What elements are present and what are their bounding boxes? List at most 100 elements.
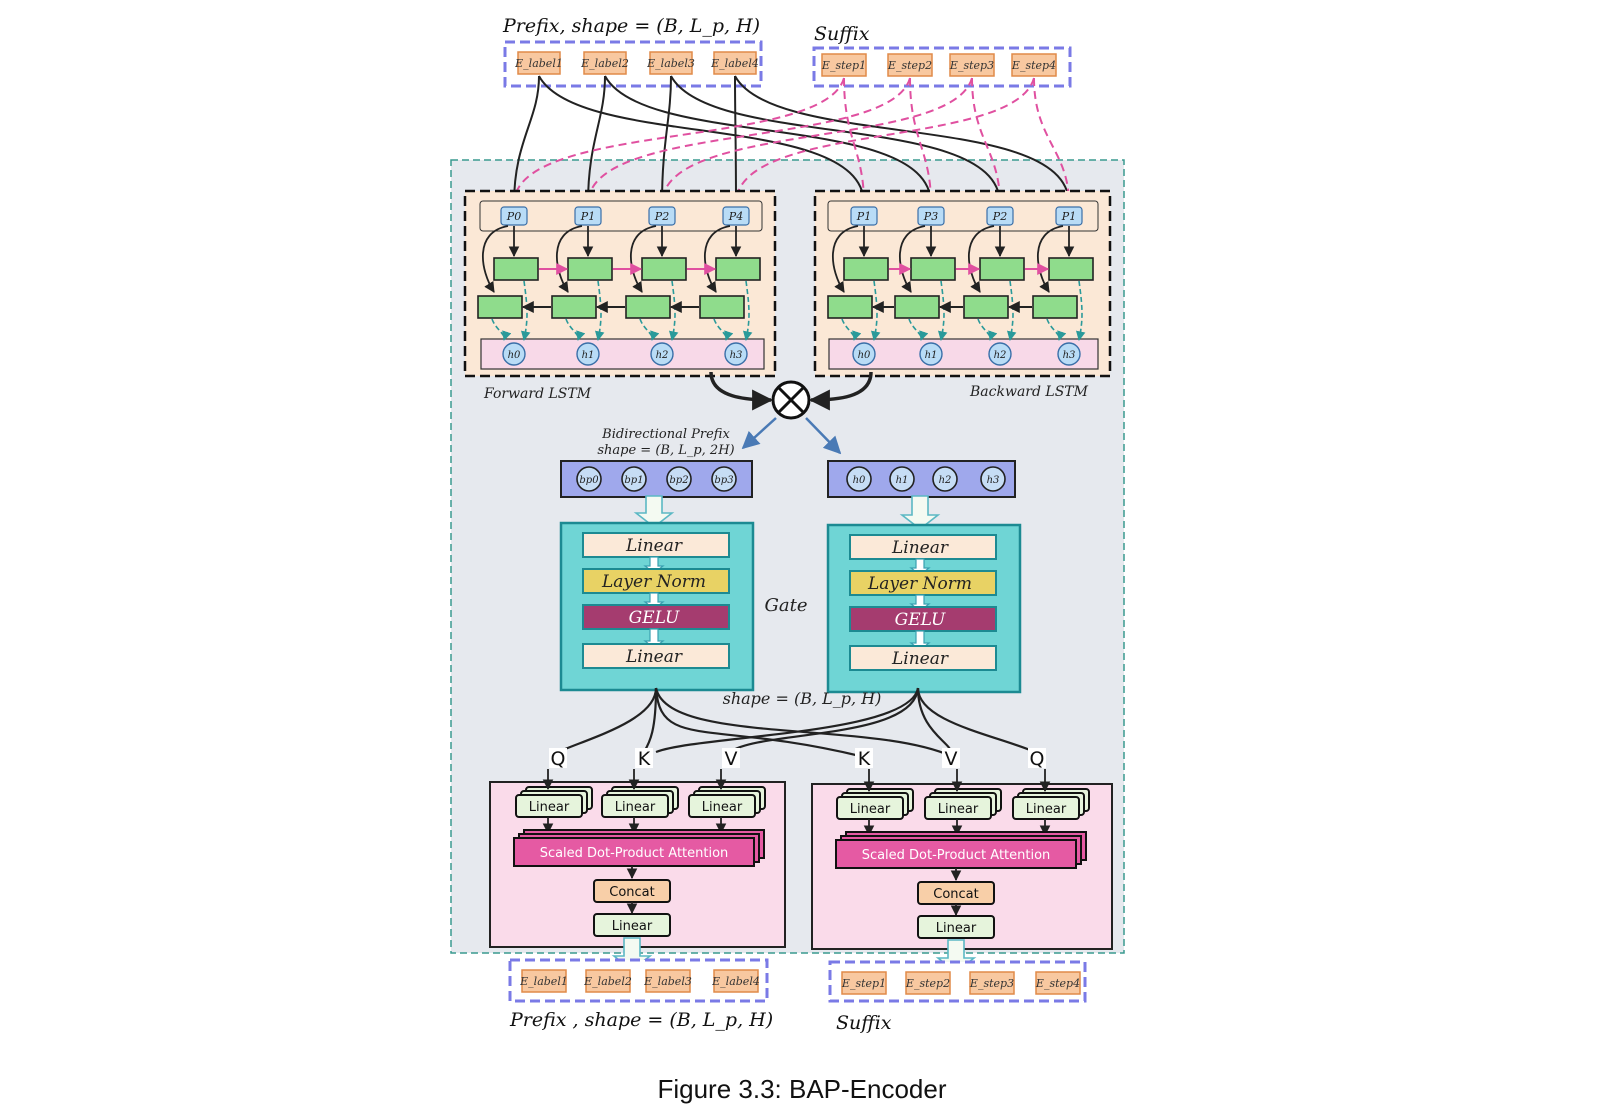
gate-layer (582, 643, 730, 669)
qkv-label: K (858, 748, 871, 770)
suffix-to-forward-arrow (730, 77, 1035, 206)
prefix-to-forward-arrow (582, 75, 606, 206)
figure-caption: Figure 3.3: BAP-Encoder (657, 1074, 947, 1104)
forward-lstm-cell-backward (625, 295, 671, 319)
prefix-input-token-box (517, 51, 561, 75)
backward-lstm-cell-forward (843, 257, 889, 281)
forward-prefix-token: P0 (506, 210, 521, 223)
qkv-routing (557, 687, 1036, 758)
backward-prefix-token: P1 (856, 210, 871, 223)
forward-hidden-token: h2 (656, 350, 669, 361)
qkv-linear-label: Linear (615, 800, 656, 815)
suffix-output-token-box (1035, 971, 1081, 995)
backward-prefix-cell (917, 206, 945, 226)
gate-layer-label: Linear (625, 536, 683, 556)
backward-lstm-cell-forward (910, 257, 956, 281)
forward-cell-to-hidden-arrow (742, 280, 753, 341)
forward-hidden-token: h0 (508, 350, 521, 361)
forward-lstm-label: Forward LSTM (483, 386, 592, 402)
forward-prefix-token: P2 (654, 210, 669, 223)
prefix-input-token-box (713, 51, 757, 75)
backward-prefix-to-lower-cell-arrow (1037, 225, 1064, 293)
suffix-to-forward-arrow (582, 77, 911, 206)
gate-layer-label: GELU (895, 610, 946, 630)
backward-hidden-token: h1 (925, 350, 938, 361)
gate-shape-label: shape = (B, L_p, H) (723, 689, 882, 708)
concat-operator-icon (771, 380, 811, 420)
merge-to-bidirectional-arrow (741, 417, 777, 450)
prefix-output-token-box (521, 969, 567, 993)
prefix-input-token-box (649, 51, 693, 75)
backward-lstm-cell-backward (894, 295, 940, 319)
bidirectional-token: bp2 (669, 475, 688, 486)
forward-hidden-node (576, 342, 600, 366)
qkv-linear-label: Linear (850, 802, 891, 817)
prefix-input-token: E_label4 (710, 57, 759, 70)
gate-layer (582, 604, 730, 630)
prefix-input-token: E_label3 (646, 57, 695, 70)
backward-prefix-cell (986, 206, 1014, 226)
forward-prefix-to-lower-cell-arrow (482, 225, 509, 293)
qkv-linear-stack-layer (1012, 796, 1080, 820)
suffix-output-token-box (969, 971, 1015, 995)
backward-hidden-token: h0 (858, 350, 871, 361)
qkv-label: Q (1030, 748, 1045, 770)
backward-lstm-cell-backward (827, 295, 873, 319)
suffix-input-token-box (1011, 53, 1057, 77)
forward-hidden-token: h1 (582, 350, 595, 361)
forward-prefix-token: P4 (728, 210, 743, 223)
sdpa-label: Scaled Dot-Product Attention (540, 846, 729, 861)
concat-label: Concat (609, 885, 654, 900)
merged-hidden-token: h3 (987, 475, 1000, 486)
forward-cell-to-hidden-arrow (668, 280, 679, 341)
sdpa-label: Scaled Dot-Product Attention (862, 848, 1051, 863)
gate-input-arrow (633, 495, 675, 529)
forward-cell-to-hidden-arrow (520, 280, 531, 341)
qkv-label: Q (551, 748, 566, 770)
merged-hidden-token: h1 (896, 475, 909, 486)
forward-hidden-node (650, 342, 674, 366)
gate-layer (849, 645, 997, 671)
gate-input-arrow (899, 495, 941, 531)
forward-cell-to-hidden-arrow (713, 318, 734, 341)
forward-cell-to-hidden-arrow (565, 318, 586, 341)
backward-prefix-token: P3 (923, 210, 938, 223)
prefix-to-forward-arrow (656, 75, 672, 206)
merged-hidden-node (846, 466, 872, 492)
suffix-to-backward-arrow (1033, 77, 1075, 206)
sdpa-stack-layer (835, 839, 1077, 869)
suffix-output-token: E_step2 (905, 977, 950, 990)
suffix-output-token: E_step1 (841, 977, 886, 990)
qkv-label-bg (722, 748, 740, 768)
suffix-output-token: E_step4 (1035, 977, 1080, 990)
backward-hidden-node (988, 342, 1012, 366)
qkv-label-bg (855, 748, 873, 768)
backward-cell-to-hidden-arrow (870, 280, 881, 341)
bidirectional-title: Bidirectional Prefix (601, 427, 730, 442)
prefix-input-token: E_label1 (514, 57, 563, 70)
gate-label: Gate (765, 595, 808, 616)
backward-hidden-node (1057, 342, 1081, 366)
backward-prefix-cell (850, 206, 878, 226)
forward-lstm-cell-forward (493, 257, 539, 281)
backward-hidden-token: h3 (1063, 350, 1076, 361)
forward-hidden-node (502, 342, 526, 366)
qkv-linear-stack-layer (836, 796, 904, 820)
prefix-output-token: E_label1 (519, 975, 568, 988)
output-linear-label: Linear (936, 921, 977, 936)
backward-lstm-cell-forward (979, 257, 1025, 281)
bidirectional-node (576, 466, 602, 492)
suffix-to-backward-arrow (971, 77, 1006, 206)
prefix-input-token-box (583, 51, 627, 75)
qkv-label-bg (1028, 748, 1046, 768)
forward-prefix-to-lower-cell-arrow (630, 225, 657, 293)
backward-hidden-node (919, 342, 943, 366)
forward-prefix-cell (722, 206, 750, 226)
backward-prefix-to-lower-cell-arrow (968, 225, 995, 293)
qkv-linear-label: Linear (529, 800, 570, 815)
backward-hidden-node (852, 342, 876, 366)
backward-cell-to-hidden-arrow (841, 318, 862, 341)
forward-prefix-cell (500, 206, 528, 226)
prefix-output-title: Prefix , shape = (B, L_p, H) (509, 1009, 773, 1031)
